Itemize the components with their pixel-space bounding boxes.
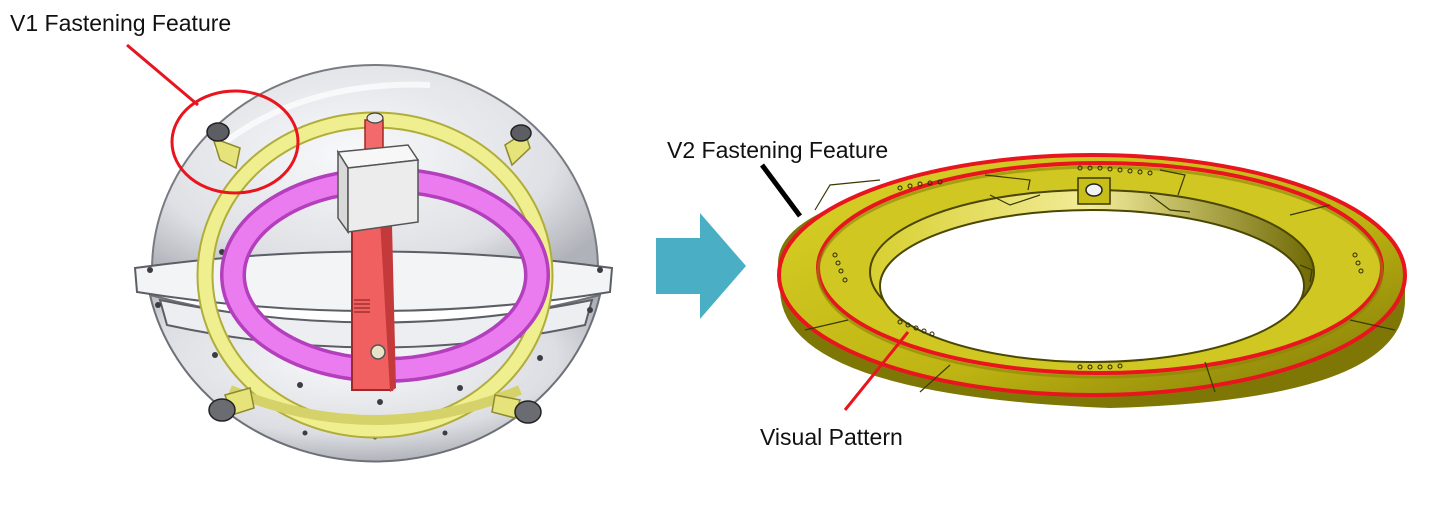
arrow-right-icon xyxy=(656,213,746,319)
center-electronics-box xyxy=(336,144,420,235)
v1-fastening-feature-label: V1 Fastening Feature xyxy=(10,10,232,36)
central-red-post xyxy=(351,119,396,392)
visual-pattern-label: Visual Pattern xyxy=(760,424,903,450)
ring-segment-lines xyxy=(804,169,1396,393)
dome-highlight xyxy=(213,81,431,153)
v2-top-lug xyxy=(1077,177,1111,205)
v2-ring-assembly xyxy=(777,153,1407,408)
v1-callout-leader xyxy=(126,43,199,107)
visual-pattern-holes xyxy=(832,165,1364,370)
v2-center-opening xyxy=(879,209,1305,363)
v2-callout-leader xyxy=(759,163,803,218)
v1-sphere-assembly xyxy=(133,64,614,463)
v2-fastening-feature-label: V2 Fastening Feature xyxy=(667,137,889,163)
v1-callout-circle xyxy=(170,89,300,195)
lower-yellow-ring xyxy=(228,385,522,425)
visual-pattern-leader xyxy=(843,331,910,411)
fastening-bolts xyxy=(206,112,542,424)
v1-callout xyxy=(126,43,300,195)
